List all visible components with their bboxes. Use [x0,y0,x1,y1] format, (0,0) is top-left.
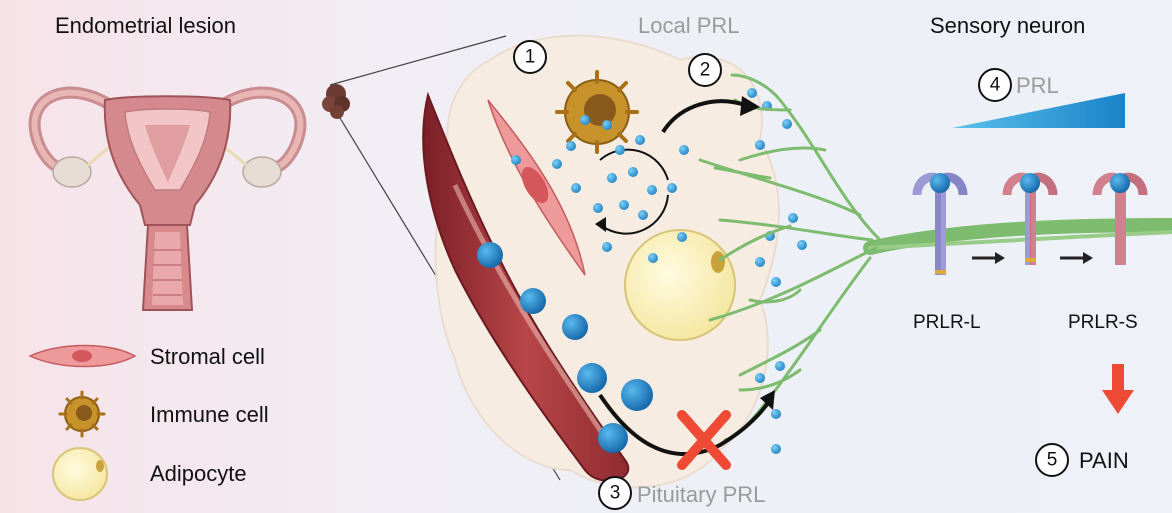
pituitary-prl-label: Pituitary PRL [637,482,765,507]
step-2-badge: 2 [689,54,721,86]
pain-label: PAIN [1079,448,1129,473]
step-4-badge: 4 [979,69,1011,101]
prlr-l-receptor-icon [917,173,963,275]
pain-arrow-icon [1102,364,1134,414]
svg-text:3: 3 [610,483,621,504]
endometrial-lesion-heading: Endometrial lesion [55,13,236,38]
local-prl-label: Local PRL [638,13,740,38]
conversion-arrow-1 [972,252,1005,264]
prlr-l-label: PRLR-L [913,312,981,333]
prl-gradient-label: PRL [1016,73,1059,98]
step-5-badge: 5 [1036,444,1068,476]
prlr-s-label: PRLR-S [1068,312,1138,333]
svg-text:4: 4 [990,75,1001,96]
legend-label-stromal: Stromal cell [150,344,265,369]
legend-label-adipocyte: Adipocyte [150,461,247,486]
prlr-intermediate-receptor-icon [1007,173,1053,265]
prl-gradient-ramp [952,93,1125,128]
sensory-neuron-heading: Sensory neuron [930,13,1085,38]
svg-text:5: 5 [1047,450,1058,471]
uterus-illustration [35,93,301,310]
conversion-arrow-2 [1060,252,1093,264]
immune-cell-icon [60,392,104,436]
svg-text:2: 2 [700,60,711,81]
stromal-cell-icon [30,346,135,367]
adipocyte-icon [53,448,107,500]
step-3-badge: 3 [599,477,631,509]
adipocyte [625,230,735,340]
svg-text:1: 1 [525,47,536,68]
legend-label-immune: Immune cell [150,402,269,427]
endometrial-lesion-icon [322,84,350,119]
immune-cell [557,72,637,152]
step-1-badge: 1 [514,41,546,73]
